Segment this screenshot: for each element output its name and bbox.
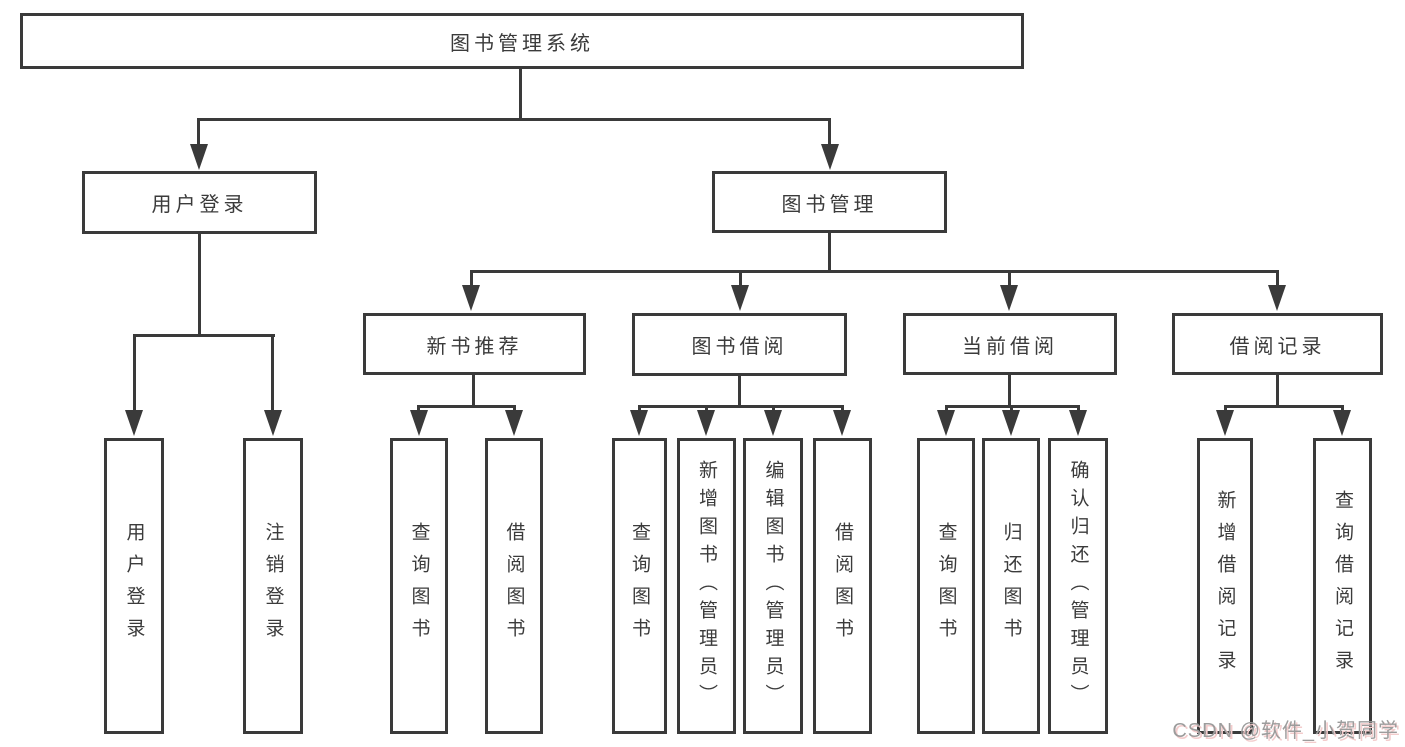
leaf-logout: 注销登录 [243, 438, 303, 734]
connector-records-vline [1276, 375, 1279, 408]
connector-bookmgmt-vline [828, 233, 831, 272]
arrow-down-icon [833, 410, 851, 436]
leaf-user-login-label: 用户登录 [123, 522, 145, 650]
leaf-query-books-borrow: 查询图书 [612, 438, 667, 734]
connector-bookborrow-hbar [638, 405, 844, 408]
leaf-query-borrow-record-label: 查询借阅记录 [1332, 490, 1353, 682]
csdn-watermark: CSDN @软件_小贺同学 [1172, 720, 1399, 742]
arrow-down-icon [505, 410, 523, 436]
arrow-down-icon [1002, 410, 1020, 436]
connector-records-hbar [1224, 405, 1344, 408]
connector-recommend-vline [472, 375, 475, 408]
node-user-login-label: 用户登录 [151, 194, 248, 216]
leaf-borrow-books-label: 借阅图书 [832, 522, 853, 650]
leaf-edit-books-admin: 编辑图书（管理员） [743, 438, 803, 734]
leaf-query-books-recommend: 查询图书 [390, 438, 448, 734]
node-book-borrow-label: 图书借阅 [691, 336, 788, 358]
leaf-borrow-books-recommend: 借阅图书 [485, 438, 543, 734]
arrow-down-icon [731, 285, 749, 311]
connector-shaft [828, 118, 831, 148]
connector-bookborrow-vline [738, 376, 741, 408]
node-root-label: 图书管理系统 [450, 32, 594, 55]
node-book-borrow: 图书借阅 [632, 313, 847, 376]
arrow-down-icon [1000, 285, 1018, 311]
node-current-borrow-label: 当前借阅 [962, 335, 1058, 358]
arrow-down-icon [1069, 410, 1087, 436]
leaf-logout-label: 注销登录 [262, 522, 284, 650]
connector-root-vline [519, 69, 522, 118]
node-user-login: 用户登录 [82, 171, 317, 234]
node-current-borrow: 当前借阅 [903, 313, 1117, 375]
arrow-down-icon [697, 410, 715, 436]
node-book-management-label: 图书管理 [781, 193, 878, 216]
leaf-add-borrow-record-label: 新增借阅记录 [1214, 490, 1236, 682]
arrow-down-icon [264, 410, 282, 436]
connector-root-hbar [197, 118, 831, 121]
node-root: 图书管理系统 [20, 13, 1024, 69]
arrow-down-icon [821, 144, 839, 170]
connector-currentborrow-vline [1008, 375, 1011, 408]
connector-userlogin-vline [198, 234, 201, 337]
leaf-user-login: 用户登录 [104, 438, 164, 734]
leaf-confirm-return-admin-label: 确认归还（管理员） [1067, 460, 1089, 712]
connector-shaft [1008, 270, 1011, 288]
leaf-borrow-books-recommend-label: 借阅图书 [503, 522, 525, 650]
arrow-down-icon [937, 410, 955, 436]
connector-recommend-hbar [417, 405, 516, 408]
leaf-edit-books-admin-label: 编辑图书（管理员） [762, 460, 784, 712]
node-book-management: 图书管理 [712, 171, 947, 233]
leaf-query-books-current-label: 查询图书 [935, 522, 957, 650]
leaf-return-books-label: 归还图书 [1000, 522, 1022, 650]
arrow-down-icon [1268, 285, 1286, 311]
arrow-down-icon [125, 410, 143, 436]
connector-userlogin-hbar [133, 334, 275, 337]
node-new-book-recommend-label: 新书推荐 [426, 335, 523, 358]
leaf-query-books-recommend-label: 查询图书 [408, 522, 430, 650]
leaf-borrow-books: 借阅图书 [813, 438, 872, 734]
connector-shaft [1276, 270, 1279, 288]
connector-shaft [197, 118, 200, 148]
arrow-down-icon [1216, 410, 1234, 436]
arrow-down-icon [630, 410, 648, 436]
connector-shaft [739, 270, 742, 288]
leaf-query-books-current: 查询图书 [917, 438, 975, 734]
node-borrow-records: 借阅记录 [1172, 313, 1383, 375]
leaf-add-borrow-record: 新增借阅记录 [1197, 438, 1253, 734]
arrow-down-icon [462, 285, 480, 311]
arrow-down-icon [410, 410, 428, 436]
leaf-confirm-return-admin: 确认归还（管理员） [1048, 438, 1108, 734]
leaf-add-books-admin: 新增图书（管理员） [677, 438, 736, 734]
connector-shaft [133, 334, 136, 412]
connector-shaft [271, 334, 274, 412]
node-new-book-recommend: 新书推荐 [363, 313, 586, 375]
connector-shaft [470, 270, 473, 288]
leaf-query-books-borrow-label: 查询图书 [629, 522, 650, 650]
arrow-down-icon [764, 410, 782, 436]
connector-bookmgmt-hbar [470, 270, 1278, 273]
arrow-down-icon [1333, 410, 1351, 436]
leaf-return-books: 归还图书 [982, 438, 1040, 734]
node-borrow-records-label: 借阅记录 [1229, 335, 1326, 358]
leaf-add-books-admin-label: 新增图书（管理员） [696, 460, 717, 712]
leaf-query-borrow-record: 查询借阅记录 [1313, 438, 1372, 734]
arrow-down-icon [190, 144, 208, 170]
